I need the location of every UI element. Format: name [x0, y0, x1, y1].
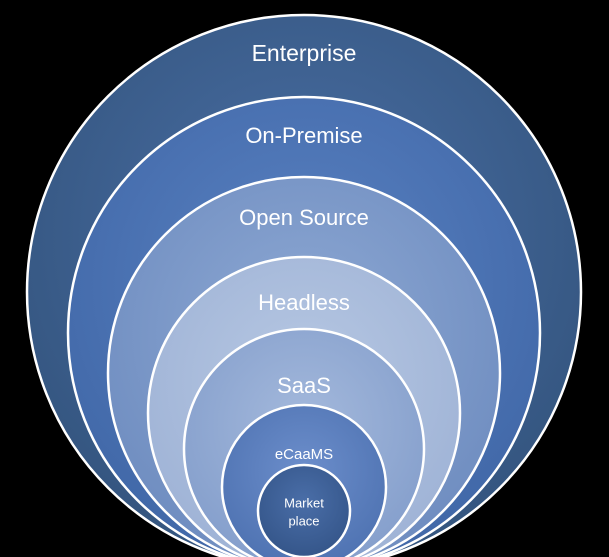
label-on-premise: On-Premise [245, 123, 362, 148]
label-saas: SaaS [277, 373, 331, 398]
label-enterprise: Enterprise [252, 40, 357, 66]
label-headless: Headless [258, 290, 350, 315]
label-open-source: Open Source [239, 205, 369, 230]
label-ecaams: eCaaMS [275, 446, 333, 463]
label-marketplace-line1: Market [284, 495, 324, 510]
label-marketplace-line2: place [288, 513, 319, 528]
ring-marketplace [256, 463, 352, 557]
